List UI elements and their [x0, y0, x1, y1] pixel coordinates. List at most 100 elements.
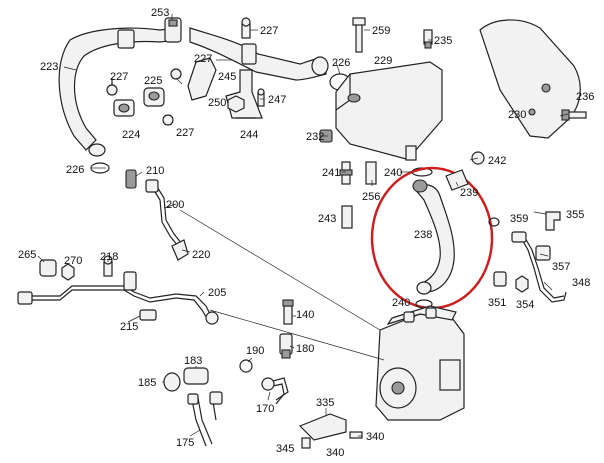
- bracket-clamp-left: [117, 29, 135, 49]
- clip-224: [113, 99, 135, 117]
- fitting-239: [445, 169, 469, 191]
- cap-183: [183, 367, 209, 385]
- callout-223: 223: [40, 61, 58, 73]
- fitting-241: [339, 161, 353, 185]
- callout-205: 205: [208, 287, 226, 299]
- callout-210: 210: [146, 165, 164, 177]
- fitting-210: [125, 169, 137, 189]
- hose-clamp-253: [164, 17, 182, 43]
- fitting-180: [279, 333, 293, 359]
- callout-354: 354: [516, 299, 534, 311]
- clip-265: [39, 259, 57, 277]
- callout-241: 241: [322, 167, 340, 179]
- callout-340: 340: [366, 431, 384, 443]
- screw-247: [257, 88, 265, 107]
- sensor-140: [282, 299, 294, 325]
- pipe-348: [511, 231, 567, 303]
- callout-357: 357: [552, 261, 570, 273]
- callout-247: 247: [268, 94, 286, 106]
- callout-180: 180: [296, 343, 314, 355]
- callout-227: 227: [176, 127, 194, 139]
- callout-351: 351: [488, 297, 506, 309]
- line-205: [17, 271, 219, 325]
- callout-224: 224: [122, 129, 140, 141]
- callout-236: 236: [576, 91, 594, 103]
- callout-225: 225: [144, 75, 162, 87]
- callout-244: 244: [240, 129, 258, 141]
- callout-218: 218: [100, 251, 118, 263]
- callout-270: 270: [64, 255, 82, 267]
- bolt-259: [352, 17, 366, 53]
- bolt-345: [301, 437, 311, 449]
- callout-170: 170: [256, 403, 274, 415]
- bolt-236: [561, 109, 587, 121]
- spacer-243: [341, 205, 353, 229]
- callout-140: 140: [296, 309, 314, 321]
- callout-348: 348: [572, 277, 590, 289]
- callout-335: 335: [316, 397, 334, 409]
- bolt-227-left: [106, 78, 118, 96]
- callout-243: 243: [318, 213, 336, 225]
- bolt-340-a: [349, 431, 363, 439]
- coolant-hose-right: [189, 27, 329, 81]
- callout-labels: 253 227 227 227 227 223 225 224 245 250 …: [18, 7, 594, 459]
- callout-229: 229: [374, 55, 392, 67]
- nut-354: [515, 275, 529, 293]
- bracket-335: [298, 413, 347, 441]
- callout-345: 345: [276, 443, 294, 455]
- reservoir-tank-229: [335, 61, 443, 161]
- line-170: [261, 377, 289, 405]
- callout-242: 242: [488, 155, 506, 167]
- callout-227: 227: [110, 71, 128, 83]
- callout-238: 238: [414, 229, 432, 241]
- fitting-215: [139, 309, 157, 321]
- callout-183: 183: [184, 355, 202, 367]
- callout-226: 226: [332, 57, 350, 69]
- nut-270: [61, 263, 75, 281]
- callout-359: 359: [510, 213, 528, 225]
- callout-215: 215: [120, 321, 138, 333]
- callout-239: 239: [460, 187, 478, 199]
- callout-227: 227: [260, 25, 278, 37]
- fitting-355: [545, 211, 561, 231]
- callout-175: 175: [176, 437, 194, 449]
- callout-256: 256: [362, 191, 380, 203]
- fitting-220: [171, 239, 189, 261]
- callout-253: 253: [151, 7, 169, 19]
- callout-232: 232: [306, 131, 324, 143]
- fitting-357: [535, 245, 551, 261]
- bolt-227-mid: [170, 68, 182, 80]
- nut-250: [227, 95, 245, 113]
- coolant-hose-238: [412, 179, 455, 295]
- line-175: [187, 391, 223, 447]
- washer-359: [488, 217, 500, 227]
- air-compressor: [375, 305, 465, 421]
- callout-220: 220: [192, 249, 210, 261]
- fitting-218: [103, 255, 113, 277]
- callout-185: 185: [138, 377, 156, 389]
- seal-ring-226-left: [90, 162, 110, 174]
- callout-200: 200: [166, 199, 184, 211]
- sensor-235: [423, 29, 433, 49]
- callout-226: 226: [66, 164, 84, 176]
- callout-355: 355: [566, 209, 584, 221]
- line-200: [145, 179, 183, 247]
- callout-259: 259: [372, 25, 390, 37]
- plug-185: [163, 372, 181, 392]
- ring-190: [239, 359, 253, 373]
- callout-240: 240: [384, 167, 402, 179]
- callout-235: 235: [434, 35, 452, 47]
- bolt-227-top: [241, 17, 251, 39]
- callout-340: 340: [326, 447, 344, 459]
- bracket-245: [187, 57, 217, 101]
- fitting-351: [493, 271, 507, 287]
- bolt-227-lower: [162, 114, 174, 126]
- connector-lines: [179, 209, 385, 361]
- callout-230: 230: [508, 109, 526, 121]
- leader-lines: [37, 14, 569, 437]
- callout-250: 250: [208, 97, 226, 109]
- clip-225: [143, 87, 165, 107]
- sleeve-256: [365, 161, 377, 185]
- callout-240: 240: [392, 297, 410, 309]
